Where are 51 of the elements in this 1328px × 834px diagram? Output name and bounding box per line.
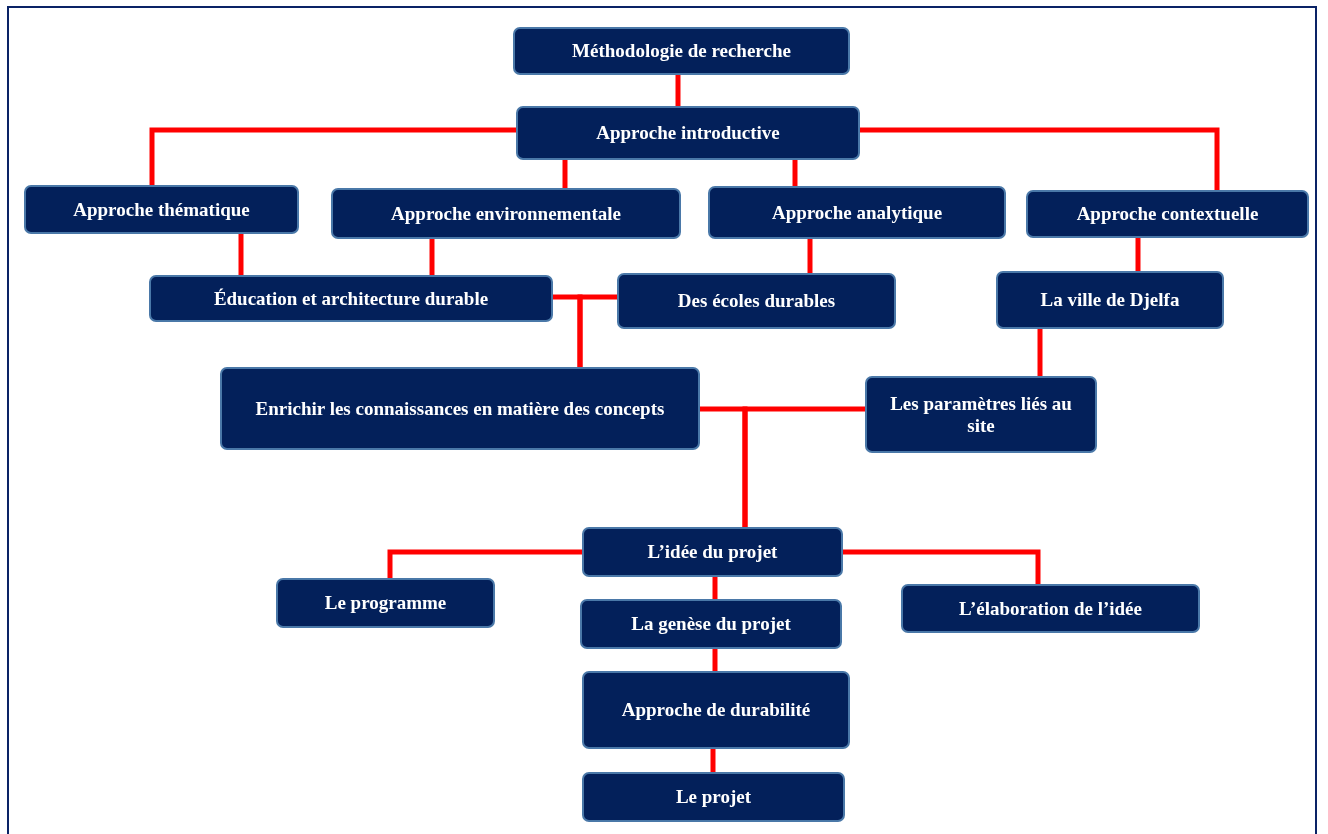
- box-label: La genèse du projet: [631, 613, 791, 635]
- box-label: La ville de Djelfa: [1040, 289, 1180, 311]
- box-label: Le programme: [324, 592, 447, 614]
- box-label: Approche environnementale: [391, 202, 621, 225]
- connector-line: [577, 294, 617, 367]
- box-label: Le projet: [675, 786, 752, 808]
- process-box: [220, 367, 700, 450]
- connector-line: [792, 160, 798, 186]
- connector-line: [149, 127, 516, 185]
- process-box: [580, 599, 842, 649]
- process-box: [901, 584, 1200, 633]
- process-box: [331, 188, 681, 239]
- connector-line: [712, 577, 718, 599]
- box-label: L’idée du projet: [647, 541, 778, 563]
- box-label: Enrichir les connaissances en matière des concepts: [255, 397, 665, 420]
- process-box: [582, 671, 850, 749]
- process-box: [865, 376, 1097, 453]
- process-box: [276, 578, 495, 628]
- connector-line: [712, 649, 718, 671]
- process-box: [996, 271, 1224, 329]
- connector-line: [429, 239, 435, 275]
- connector-line: [1135, 238, 1141, 271]
- box-label: L’élaboration de l’idée: [959, 597, 1142, 620]
- process-box: [582, 527, 843, 577]
- process-box: [708, 186, 1006, 239]
- process-box: [617, 273, 896, 329]
- process-box: [1026, 190, 1309, 238]
- box-label: Les paramètres liés au site: [889, 392, 1073, 437]
- connector-line: [710, 749, 716, 772]
- box-label: Éducation et architecture durable: [213, 287, 489, 310]
- connector-line: [860, 127, 1220, 190]
- connector-line: [742, 406, 865, 527]
- process-box: [24, 185, 299, 234]
- box-label: Approche contextuelle: [1076, 203, 1259, 225]
- box-label: Méthodologie de recherche: [572, 40, 791, 62]
- box-label: Approche thématique: [73, 198, 250, 221]
- connector-line: [843, 549, 1041, 584]
- connector-line: [387, 549, 582, 578]
- process-box: [516, 106, 860, 160]
- connector-line: [562, 160, 568, 188]
- connector-line: [1037, 329, 1043, 376]
- connector-line: [675, 75, 681, 106]
- box-label: Approche de durabilité: [621, 699, 811, 721]
- process-box: [582, 772, 845, 822]
- box-label: Approche analytique: [771, 201, 943, 224]
- connector-line: [238, 234, 244, 275]
- box-label: Approche introductive: [596, 122, 780, 144]
- connector-line: [807, 239, 813, 273]
- box-label: Des écoles durables: [677, 290, 836, 312]
- process-box: [513, 27, 850, 75]
- process-box: [149, 275, 553, 322]
